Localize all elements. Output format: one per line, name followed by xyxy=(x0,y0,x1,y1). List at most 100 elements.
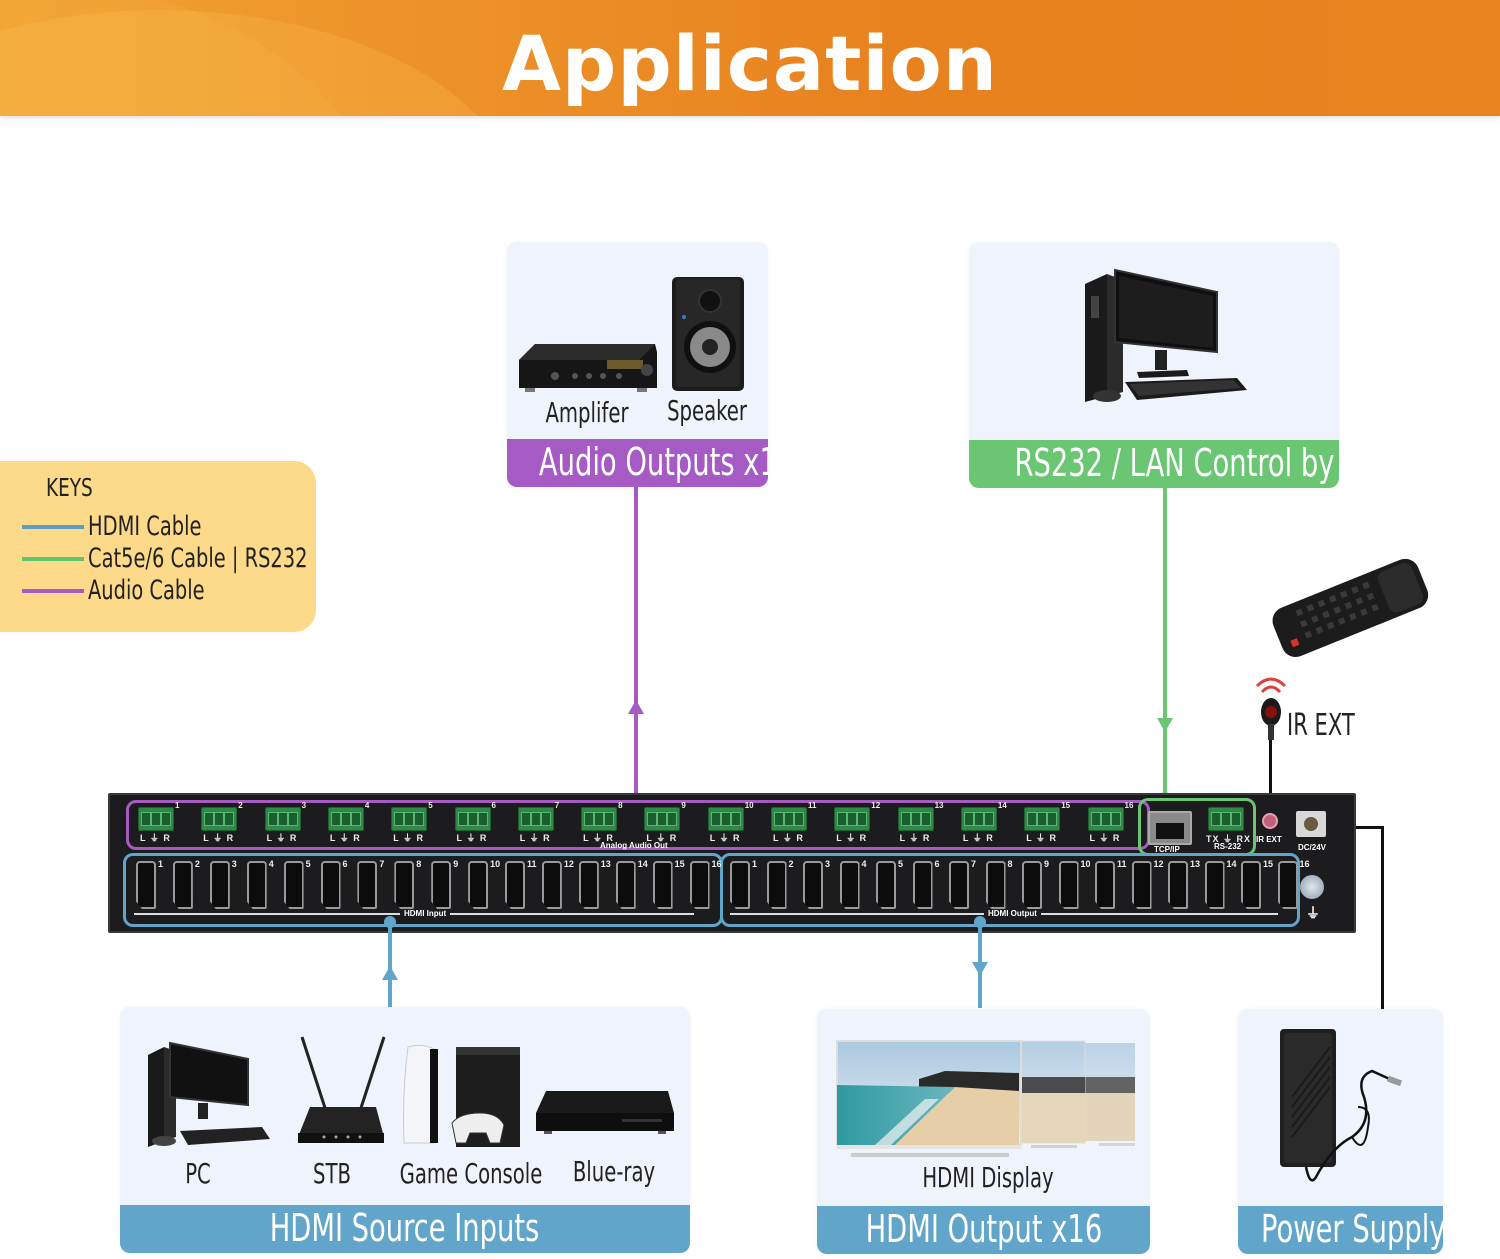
hdmi-output-port[interactable] xyxy=(730,861,750,909)
hdmi-output-port[interactable] xyxy=(876,861,896,909)
speaker-icon xyxy=(672,277,744,391)
hdmi-input-port-number: 13 xyxy=(600,859,611,869)
hdmi-output-port[interactable] xyxy=(1131,861,1152,909)
hdmi-input-port[interactable] xyxy=(246,861,267,909)
audio-out-port[interactable] xyxy=(1024,807,1061,831)
audio-out-port[interactable] xyxy=(454,807,491,831)
hdmi-output-port[interactable] xyxy=(766,861,787,909)
hdmi-input-port[interactable] xyxy=(136,861,156,909)
audio-out-port[interactable] xyxy=(581,807,618,831)
hdmi-output-banner: HDMI Output x16 xyxy=(817,1206,1150,1254)
audio-out-port[interactable] xyxy=(138,807,174,831)
hdmi-input-port[interactable] xyxy=(652,861,673,909)
audio-port-number: 5 xyxy=(428,801,433,810)
hdmi-input-port-number: 2 xyxy=(194,859,200,869)
power-cable-line xyxy=(1344,826,1384,829)
audio-out-port[interactable] xyxy=(771,807,807,831)
lan-caption: TCP/IP xyxy=(1154,845,1180,854)
hdmi-output-port-number: 9 xyxy=(1044,859,1050,869)
audio-out-port[interactable] xyxy=(391,807,428,831)
hdmi-input-port[interactable] xyxy=(320,861,341,909)
hdmi-output-port-number: 11 xyxy=(1117,859,1127,869)
hdmi-output-port[interactable] xyxy=(1277,861,1298,909)
router-icon xyxy=(298,1036,386,1143)
hdmi-input-port[interactable] xyxy=(394,861,415,909)
hdmi-input-cable-line xyxy=(388,922,392,1008)
hdmi-output-port[interactable] xyxy=(912,861,933,909)
device-label-speaker: Speaker xyxy=(667,394,747,427)
audio-outputs-card: Amplifer Speaker Audio Outputs x16 xyxy=(507,242,768,487)
power-adapter-icon xyxy=(1280,1029,1403,1182)
audio-out-port[interactable] xyxy=(327,807,364,831)
audio-port-number: 1 xyxy=(175,801,180,810)
audio-port-pins: L ⏚ R xyxy=(709,833,741,843)
keys-legend: KEYS HDMI Cable Cat5e/6 Cable | RS232 Au… xyxy=(0,461,316,632)
audio-port-number: 6 xyxy=(491,801,496,810)
hdmi-cable-swatch xyxy=(22,525,84,529)
hdmi-output-port[interactable] xyxy=(1168,861,1188,909)
audio-out-port[interactable] xyxy=(960,807,997,831)
audio-port-pins: L ⏚ R xyxy=(583,833,614,843)
hdmi-input-port[interactable] xyxy=(468,861,489,909)
hdmi-output-port[interactable] xyxy=(1022,861,1042,909)
audio-port-number: 15 xyxy=(1061,801,1071,810)
hdmi-input-port[interactable] xyxy=(615,861,636,909)
hdmi-input-port-number: 16 xyxy=(711,859,722,869)
audio-port-number: 7 xyxy=(554,801,560,810)
hdmi-output-port[interactable] xyxy=(839,861,860,909)
hdmi-output-port[interactable] xyxy=(1058,861,1079,909)
hdmi-output-port-number: 7 xyxy=(971,859,977,869)
hdmi-input-port[interactable] xyxy=(172,861,193,909)
dc-power-port[interactable] xyxy=(1296,811,1326,837)
audio-port-number: 8 xyxy=(618,801,623,810)
hdmi-output-port-number: 2 xyxy=(788,859,794,869)
audio-out-port[interactable] xyxy=(834,807,871,831)
hdmi-input-port[interactable] xyxy=(283,861,304,909)
hdmi-input-port-number: 15 xyxy=(674,859,685,869)
hdmi-output-port-number: 12 xyxy=(1153,859,1164,869)
hdmi-input-port[interactable] xyxy=(431,861,452,909)
audio-port-pins: L ⏚ R xyxy=(962,833,994,843)
audio-port-pins: L ⏚ R xyxy=(393,833,425,843)
audio-out-port[interactable] xyxy=(644,807,681,831)
audio-out-port[interactable] xyxy=(517,807,554,831)
hdmi-output-port[interactable] xyxy=(1204,861,1225,909)
audio-port-pins: L ⏚ R xyxy=(1089,833,1121,843)
hdmi-input-port[interactable] xyxy=(541,861,562,909)
ir-ext-port[interactable] xyxy=(1262,813,1278,829)
hdmi-output-port[interactable] xyxy=(949,861,969,909)
audio-out-port[interactable] xyxy=(201,807,238,831)
hdmi-input-port[interactable] xyxy=(689,861,710,909)
audio-out-port[interactable] xyxy=(1087,807,1124,831)
audio-port-number: 2 xyxy=(238,801,243,810)
audio-out-port[interactable] xyxy=(897,807,934,831)
audio-port-pins: L ⏚ R xyxy=(519,833,551,843)
audio-out-port[interactable] xyxy=(264,807,301,831)
hdmi-input-port[interactable] xyxy=(578,861,599,909)
hdmi-input-port[interactable] xyxy=(357,861,378,909)
hdmi-output-port[interactable] xyxy=(985,861,1006,909)
hdmi-input-port-number: 7 xyxy=(379,859,385,869)
audio-port-pins: L ⏚ R xyxy=(1026,833,1058,843)
hdmi-output-port[interactable] xyxy=(1095,861,1115,909)
hdmi-input-port[interactable] xyxy=(505,861,525,909)
keys-title: KEYS xyxy=(46,473,93,502)
hdmi-output-port[interactable] xyxy=(803,861,823,909)
hdmi-input-port-number: 6 xyxy=(342,859,348,869)
hdmi-output-port[interactable] xyxy=(1241,861,1261,909)
audio-port-number: 12 xyxy=(871,801,881,810)
banner-label: HDMI Output x16 xyxy=(865,1207,1102,1251)
audio-port-pins: L ⏚ R xyxy=(646,833,678,843)
remote-control-icon xyxy=(1272,558,1429,658)
audio-port-number: 13 xyxy=(934,801,944,810)
audio-port-pins: L ⏚ R xyxy=(266,833,298,843)
hdmi-output-port-number: 8 xyxy=(1007,859,1013,869)
device-label-game-console: Game Console xyxy=(399,1157,543,1190)
hdmi-input-port[interactable] xyxy=(209,861,230,909)
hdmi-output-port-number: 6 xyxy=(934,859,940,869)
audio-port-number: 11 xyxy=(808,801,817,810)
rs232-port[interactable] xyxy=(1208,807,1244,831)
audio-out-port[interactable] xyxy=(707,807,744,831)
game-console-icon xyxy=(403,1044,520,1147)
lan-port[interactable] xyxy=(1148,811,1192,845)
